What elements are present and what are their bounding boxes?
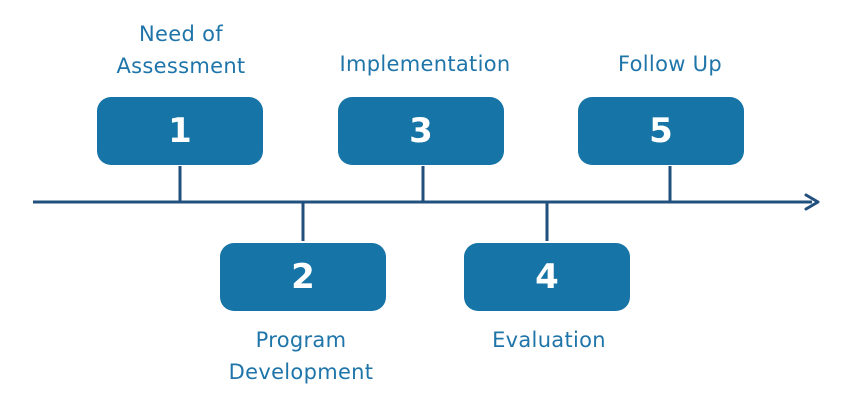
step-2-label-line2: Development: [228, 360, 374, 384]
step-5-label: Follow Up: [570, 48, 770, 80]
step-4-number: 4: [535, 257, 559, 297]
arrow-head-icon: [804, 193, 820, 211]
step-3-box: 3: [338, 97, 504, 165]
step-4-label-line1: Evaluation: [492, 328, 606, 352]
step-2-label: Program Development: [201, 324, 401, 388]
step-4-box: 4: [464, 243, 630, 311]
step-4-label: Evaluation: [449, 324, 649, 356]
step-3-number: 3: [409, 111, 433, 151]
step-2-box: 2: [220, 243, 386, 311]
step-5-box: 5: [578, 97, 744, 165]
step-1-number: 1: [168, 111, 192, 151]
step-1-box: 1: [97, 97, 263, 165]
step-3-label: Implementation: [325, 48, 525, 80]
step-5-label-line1: Follow Up: [618, 52, 722, 76]
step-1-label: Need of Assessment: [81, 18, 281, 82]
step-5-number: 5: [649, 111, 673, 151]
step-1-label-line2: Assessment: [116, 54, 246, 78]
step-2-label-line1: Program: [255, 328, 347, 352]
step-3-label-line1: Implementation: [339, 52, 511, 76]
step-2-number: 2: [291, 257, 315, 297]
step-1-label-line1: Need of: [139, 22, 223, 46]
